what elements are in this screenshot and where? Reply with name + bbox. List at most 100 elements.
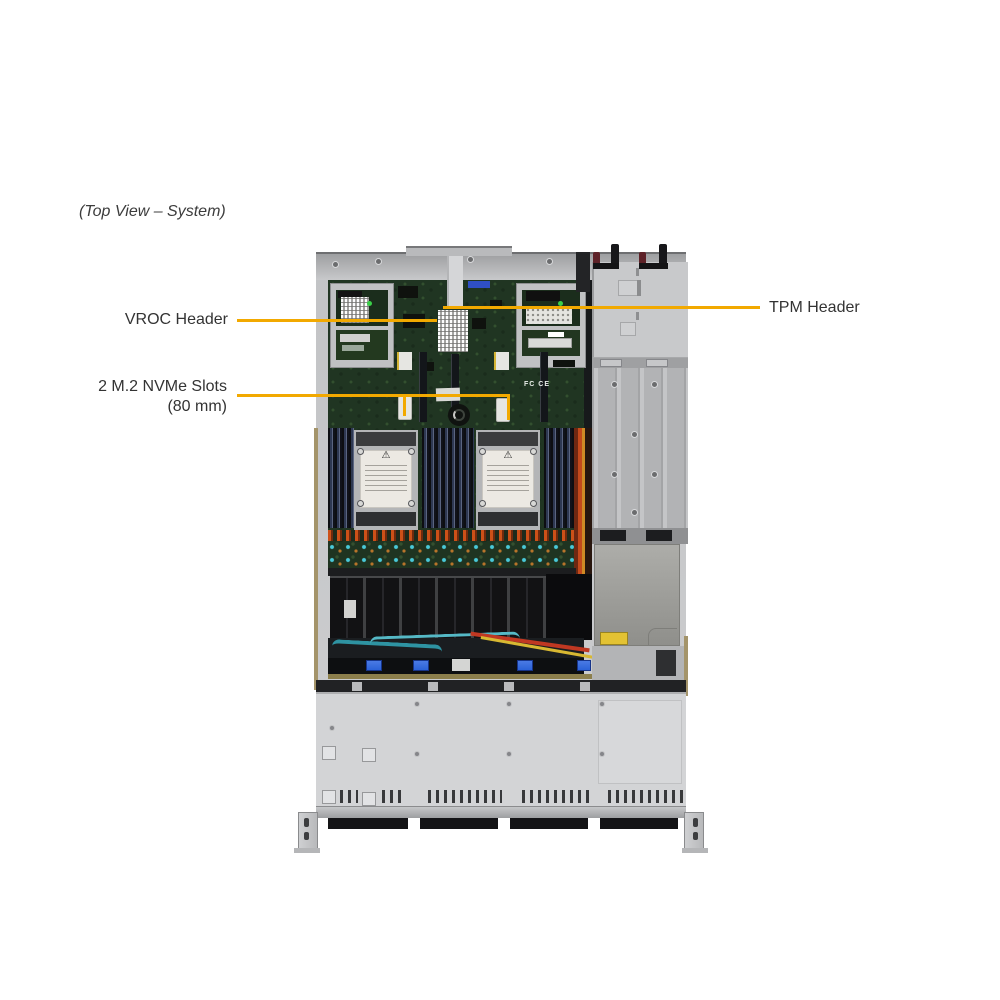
- chip: [490, 300, 502, 309]
- psu-cover-cutout-slot: [637, 280, 641, 296]
- vent-slots: [522, 790, 592, 803]
- dark-bay: [546, 574, 592, 640]
- mount-pad: [362, 748, 376, 762]
- chip: [472, 318, 486, 329]
- vroc-header-label: VROC Header: [124, 311, 228, 328]
- dimm-bank: [422, 428, 474, 528]
- psu-screw: [612, 472, 617, 477]
- rear-screw: [468, 257, 473, 262]
- chassis-right-edge: [684, 636, 688, 696]
- cpu1-retention-bar-bottom: [356, 512, 416, 526]
- pcie-slot: [419, 352, 427, 422]
- cpu-screw: [357, 448, 364, 455]
- m2-callout-prong-1: [403, 394, 406, 416]
- cover-screw: [415, 702, 419, 706]
- rear-screw: [333, 262, 338, 267]
- psu-ribbed-cover: [592, 358, 688, 528]
- riser-card-label: [340, 334, 370, 342]
- vent-slots: [340, 790, 358, 803]
- dimm-bank: [544, 428, 574, 528]
- psu-handle-post: [639, 252, 646, 266]
- psu-handle-base: [639, 263, 668, 269]
- cpu2-cover-text-lines: [487, 465, 529, 495]
- cpu-screw: [357, 500, 364, 507]
- m2-slots-label: 2 M.2 NVMe Slots (80 mm): [79, 377, 227, 417]
- ribbon-cable: [447, 256, 463, 308]
- pcie-slot: [540, 352, 548, 422]
- drive-tray-front: [600, 818, 678, 829]
- cover-screw: [507, 752, 511, 756]
- rear-screw: [547, 259, 552, 264]
- cpu-screw: [479, 448, 486, 455]
- riser-card-label: [548, 332, 564, 337]
- ear-foot: [294, 848, 320, 853]
- cpu2-protective-cover: ⚠: [482, 450, 534, 508]
- drive-tray-front: [328, 818, 408, 829]
- blue-connector: [468, 281, 490, 288]
- vent-slots: [382, 790, 406, 803]
- ear-slot: [693, 818, 698, 827]
- warning-label: [600, 632, 628, 645]
- drive-bay-gap: [316, 680, 686, 692]
- dimm-latch-row: [328, 530, 574, 541]
- riser-left-heatsink: [341, 297, 369, 323]
- psu-screw: [652, 382, 657, 387]
- m2-slots-label-line2: (80 mm): [167, 398, 227, 415]
- cpu-screw: [408, 500, 415, 507]
- ear-slot: [304, 832, 309, 840]
- psu-latch-tab: [646, 359, 668, 367]
- chassis-left-edge: [314, 428, 318, 690]
- psu-handle-post: [593, 252, 600, 266]
- psu-module: [594, 544, 680, 646]
- riser-card-edge: [338, 291, 362, 298]
- drive-tray-front: [420, 818, 498, 829]
- small-module: [397, 352, 412, 370]
- mount-pad: [322, 790, 336, 804]
- riser-slot: [528, 338, 572, 348]
- backplane-connector-blue: [366, 660, 382, 671]
- led-indicator: [367, 301, 372, 306]
- cpu-screw: [408, 448, 415, 455]
- psu-cover-notch: [636, 268, 639, 276]
- psu-cover-cutout: [620, 322, 636, 336]
- mount-pad: [362, 792, 376, 806]
- backplane-connector-white: [452, 659, 470, 671]
- riser-card-sublabel: [342, 345, 364, 351]
- fan-row: [330, 576, 546, 640]
- psu-handle-post: [611, 244, 619, 268]
- power-cables: [574, 428, 592, 576]
- chip: [420, 362, 434, 371]
- psu-latch-black: [646, 530, 672, 541]
- psu-screw: [652, 472, 657, 477]
- front-edge-bar: [316, 806, 686, 818]
- chip: [553, 360, 575, 367]
- cpu2-retention-bar-top: [478, 432, 538, 446]
- vroc-header-heatsink: [438, 310, 468, 352]
- rear-dark-component: [576, 252, 590, 292]
- ear-slot: [693, 832, 698, 840]
- riser-card-edge: [526, 291, 560, 301]
- cover-screw: [415, 752, 419, 756]
- psu-latch-black: [600, 530, 626, 541]
- right-front-dark-part: [656, 650, 676, 676]
- capacitor-row: [328, 542, 578, 572]
- tpm-header-label: TPM Header: [769, 299, 860, 316]
- drive-tab: [580, 682, 590, 691]
- warning-triangle-icon: ⚠: [381, 450, 391, 461]
- vent-slots: [428, 790, 502, 803]
- psu-screw: [612, 382, 617, 387]
- small-module: [494, 352, 509, 370]
- psu-handle-post: [659, 244, 667, 268]
- psu-screw: [632, 510, 637, 515]
- drive-tab: [352, 682, 362, 691]
- cpu-screw: [530, 448, 537, 455]
- riser-right-vent-grid: [526, 308, 572, 324]
- round-component-swirl: [453, 409, 465, 421]
- fcc-ce-print: FC CE: [524, 381, 550, 388]
- m2-callout-line: [237, 394, 510, 397]
- cover-screw: [507, 702, 511, 706]
- backplane-connector-blue: [517, 660, 533, 671]
- cpu2-retention-bar-bottom: [478, 512, 538, 526]
- rear-screw: [376, 259, 381, 264]
